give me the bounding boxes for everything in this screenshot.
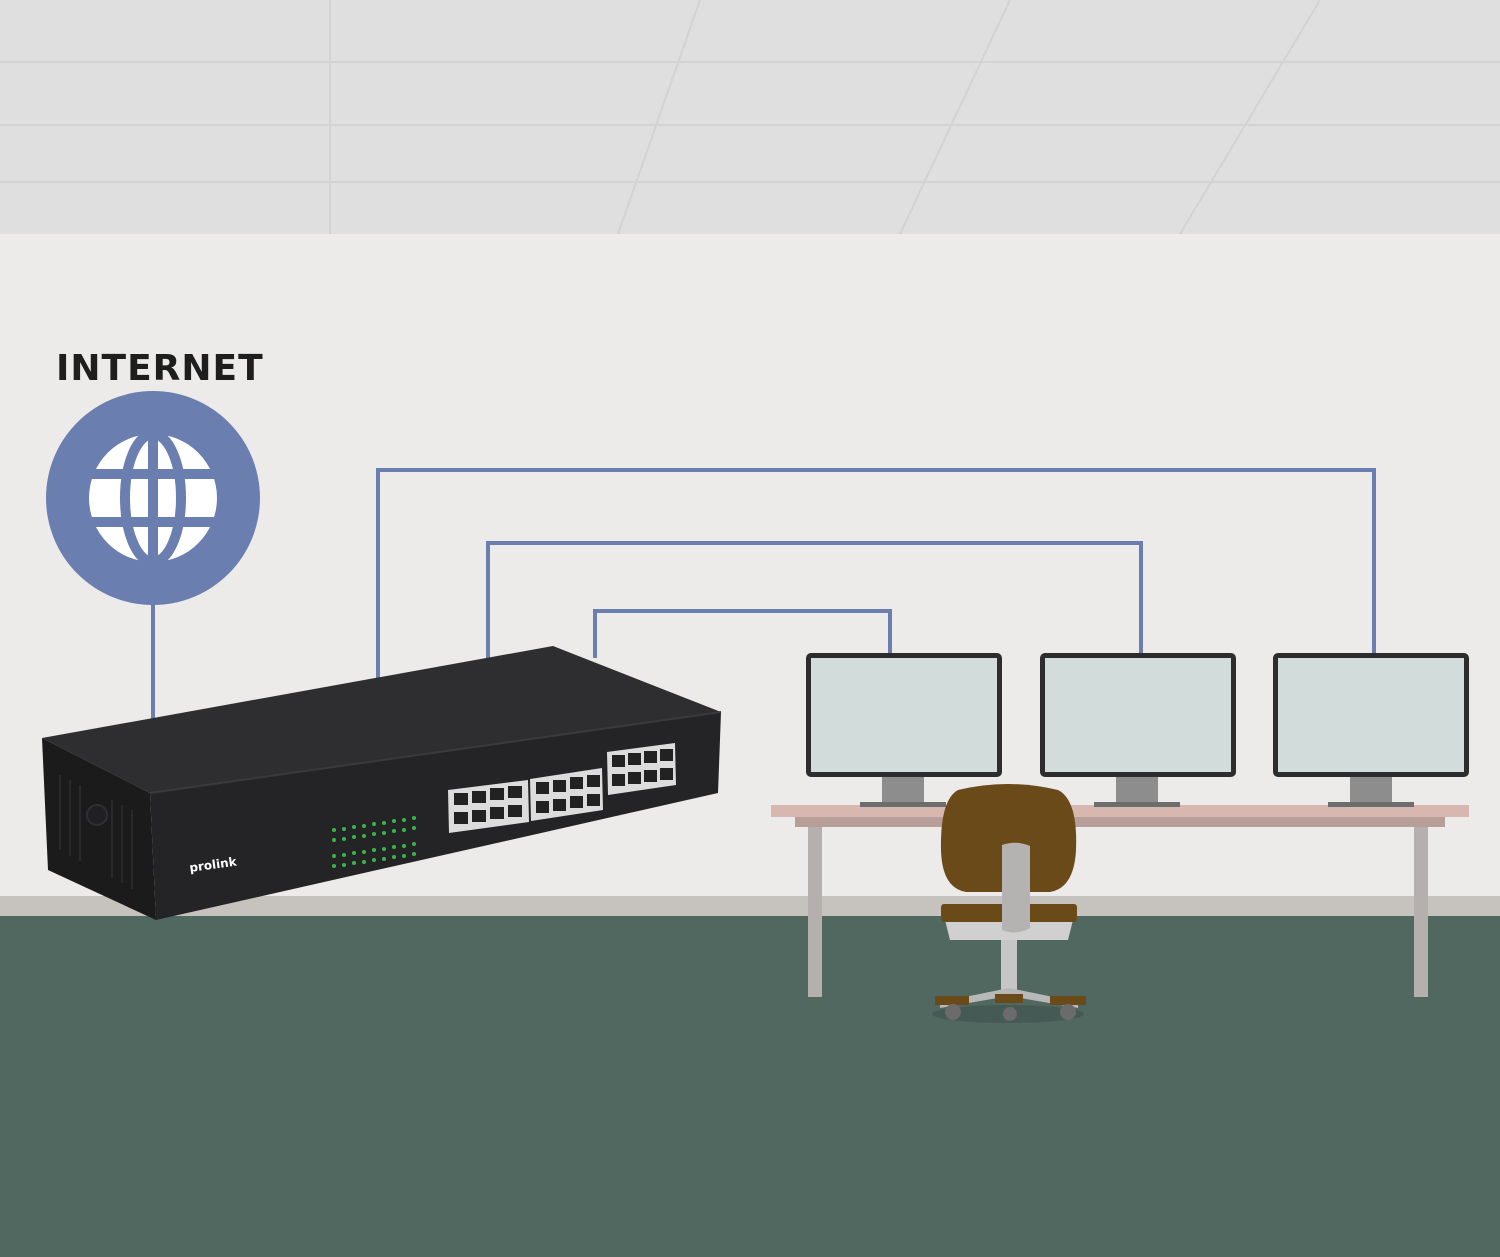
switch-brand-label: prolink	[188, 854, 238, 875]
network-switch: prolink	[42, 646, 722, 920]
link-line-workstation-2	[486, 541, 1143, 660]
baseboard	[0, 896, 1500, 916]
internet-label: INTERNET	[56, 348, 264, 389]
monitor-workstation-3	[1273, 653, 1469, 807]
floor	[0, 916, 1500, 1257]
monitor-workstation-1	[806, 653, 1002, 807]
port-led-panel	[332, 816, 416, 868]
globe-icon	[46, 391, 260, 605]
ceiling	[0, 0, 1500, 234]
link-line-workstation-1	[593, 609, 892, 658]
ethernet-port-block-3	[607, 743, 676, 795]
ethernet-port-block-2	[530, 768, 603, 821]
ethernet-port-block-1	[448, 780, 529, 833]
network-links	[151, 468, 1376, 720]
monitor-workstation-2	[1040, 653, 1236, 807]
link-line-workstation-3	[376, 468, 1376, 680]
ceiling-grid	[0, 0, 1500, 235]
office-chair	[932, 784, 1086, 1023]
